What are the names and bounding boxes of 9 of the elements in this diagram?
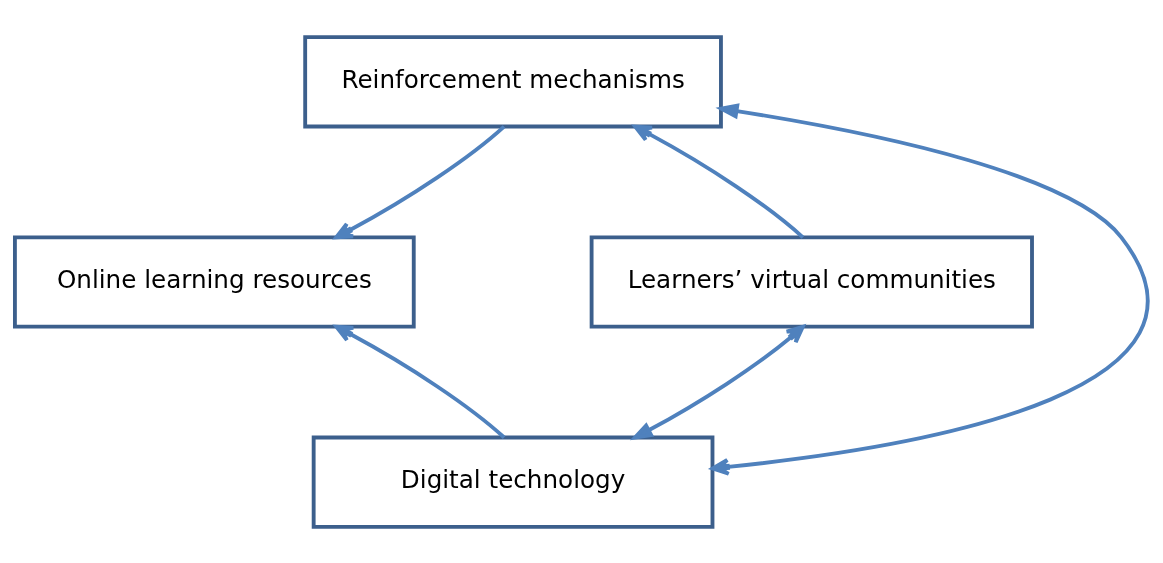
node-box: Reinforcement mechanisms bbox=[303, 34, 723, 128]
arrow bbox=[710, 102, 1150, 476]
node-box: Digital technology bbox=[311, 435, 715, 529]
arrow bbox=[629, 324, 805, 440]
node-box: Online learning resources bbox=[13, 234, 416, 329]
arrow bbox=[334, 324, 506, 439]
node-box: Learners’ virtual communities bbox=[589, 234, 1034, 329]
arrow bbox=[633, 124, 805, 239]
arrow bbox=[334, 124, 506, 239]
